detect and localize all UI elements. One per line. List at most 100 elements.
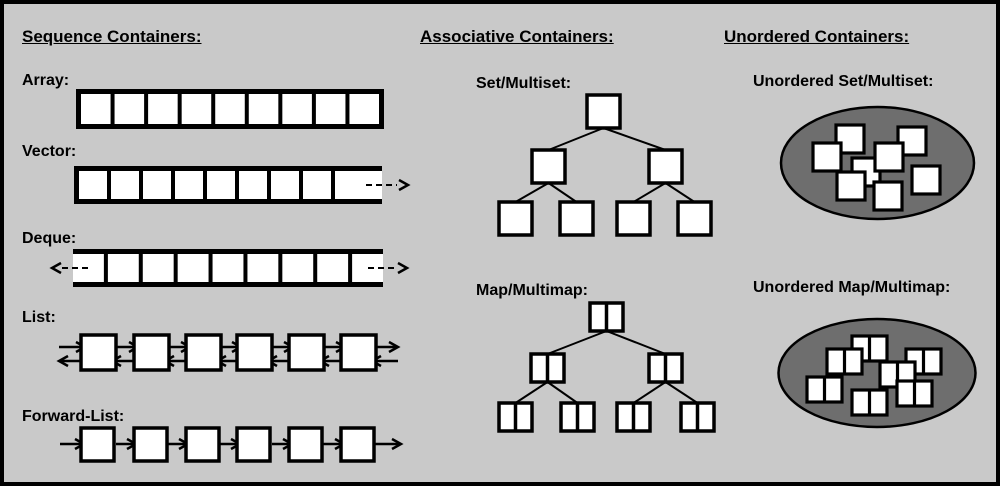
set-multiset-tree-diagram [464,88,724,243]
unordered-map-multimap-label: Unordered Map/Multimap: [753,279,951,296]
tree-edge [664,381,699,404]
tree-edge [603,127,666,151]
set-multiset-label: Set/Multiset: [476,75,572,92]
map-multimap-label: Map/Multimap: [476,282,588,299]
array-cell [114,94,145,124]
list-node [184,333,223,372]
gfx-forward-svg [60,426,404,463]
vector-cell-divider [171,171,175,199]
vector-diagram [44,159,424,209]
associative-containers-heading: Associative Containers: [420,27,614,46]
gfx-array-svg [76,89,384,129]
array-cell [282,94,312,124]
list-node [235,333,274,372]
scattered-node [811,141,843,173]
deque-cell-divider [278,254,283,282]
list-diagram [44,326,414,376]
tree-edge [606,330,666,355]
deque-left-arrow-head [49,261,62,275]
vector-cell-divider [299,171,303,199]
scattered-node [835,170,867,202]
vector-cell-divider [235,171,239,199]
deque-cell-divider [173,254,178,282]
array-cell [181,94,212,124]
array-cell [315,94,346,124]
tree-edge [632,381,667,404]
forward-list-node [132,426,169,463]
vector-cell-divider [203,171,207,199]
tree-node [647,148,684,185]
tree-node [530,148,567,185]
vector-label: Vector: [22,143,77,160]
gfx-set-svg [497,93,713,237]
forward-list-link-head [391,437,404,451]
tree-edge [547,330,607,355]
array-cell [349,94,379,124]
forward-list-node [235,426,272,463]
vector-left-border [74,166,79,204]
map-multimap-tree-diagram [464,296,724,441]
forward-list-node [184,426,221,463]
deque-cell-divider [348,254,353,282]
unordered-set-multiset-label: Unordered Set/Multiset: [753,73,934,90]
array-diagram [44,82,419,136]
vector-cell-divider [107,171,111,199]
tree-edge [546,381,579,404]
deque-diagram [44,242,419,294]
deque-cell-divider [208,254,213,282]
deque-interior [73,254,383,282]
tree-edge [664,182,696,203]
tree-node [676,200,713,237]
deque-label: Deque: [22,230,77,247]
scattered-node [872,180,904,212]
unordered-set-ellipse-diagram [779,105,979,223]
list-forward-link-head [388,340,401,354]
forward-list-node [79,426,116,463]
array-cell [148,94,178,124]
tree-node [585,93,622,130]
gfx-umap-svg [777,317,977,429]
list-label: List: [22,309,56,326]
gfx-vector-svg [74,166,411,204]
unordered-containers-heading: Unordered Containers: [724,27,910,46]
array-cell [248,94,279,124]
list-backward-link-head [56,354,69,368]
tree-edge [514,381,549,404]
vector-cell-divider [139,171,143,199]
tree-edge [515,182,549,203]
deque-cell-divider [103,254,108,282]
vector-top-border [74,166,382,171]
deque-cell-divider [138,254,143,282]
array-cell [215,94,245,124]
list-node [339,333,378,372]
vector-growth-arrow-head [398,178,411,192]
tree-edge [547,182,578,203]
deque-right-arrow-head [397,261,410,275]
vector-bottom-border [74,199,382,204]
vector-cell-divider [331,171,335,199]
tree-edge [548,127,604,151]
gfx-map-svg [497,301,716,433]
forward-list-label: Forward-List: [22,408,125,425]
vector-cell-divider [267,171,271,199]
scattered-node [896,125,928,157]
array-label: Array: [22,72,70,89]
tree-node [615,200,652,237]
deque-top-border [73,249,383,254]
unordered-map-ellipse-diagram [777,317,979,431]
gfx-uset-svg [779,105,976,221]
array-cell [81,94,111,124]
deque-cell-divider [313,254,318,282]
forward-list-diagram [44,417,419,467]
list-node [287,333,326,372]
scattered-node [873,141,905,173]
gfx-deque-svg [49,249,410,287]
forward-list-node [287,426,324,463]
gfx-list-svg [56,333,401,372]
deque-cell-divider [243,254,248,282]
deque-bottom-border [73,282,383,287]
sequence-containers-heading: Sequence Containers: [22,27,202,46]
tree-node [558,200,595,237]
forward-list-node [339,426,376,463]
